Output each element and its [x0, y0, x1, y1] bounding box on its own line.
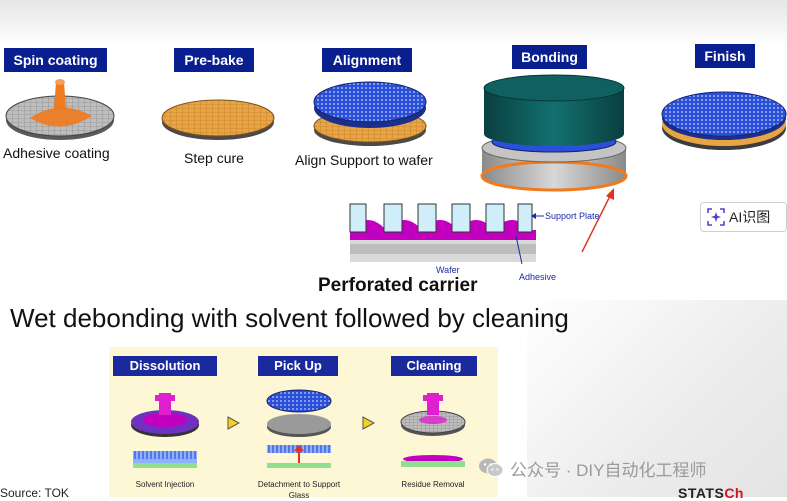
bonding-illustration — [480, 74, 628, 192]
company-logo: STATSCh — [678, 485, 744, 501]
debond-step-label-pick-up: Pick Up — [258, 356, 338, 376]
debond-caption-cleaning: Residue Removal — [401, 480, 465, 489]
step-label-spin-coating: Spin coating — [4, 48, 107, 72]
debond-step-label-dissolution: Dissolution — [113, 356, 217, 376]
spin-coating-illustration — [5, 79, 115, 140]
debonding-process-panel: Dissolution Pick Up Cleaning Solvent Inj… — [109, 347, 498, 500]
step-arrow-icon — [362, 416, 375, 430]
wechat-icon — [479, 458, 504, 477]
perforated-carrier-diagram — [349, 203, 544, 265]
source-text: Source: TOK — [0, 486, 69, 500]
wet-debonding-title: Wet debonding with solvent followed by c… — [10, 303, 569, 333]
wafer-label: Wafer — [436, 265, 460, 275]
step-caption-spin-coating: Adhesive coating — [3, 145, 110, 161]
alignment-illustration — [313, 81, 427, 146]
red-pointer-arrow — [581, 188, 614, 253]
corner-background-shade — [527, 300, 787, 497]
step-label-bonding: Bonding — [512, 45, 587, 69]
step-caption-alignment: Align Support to wafer — [295, 152, 433, 168]
perforated-carrier-title: Perforated carrier — [318, 275, 478, 296]
step-caption-pre-bake: Step cure — [184, 150, 244, 166]
cleaning-illustration — [400, 393, 466, 467]
debond-caption-pick-up: Detachment to Support Glass — [257, 480, 341, 500]
step-label-finish: Finish — [695, 44, 755, 68]
adhesive-label: Adhesive — [519, 272, 557, 282]
top-background-band — [0, 0, 787, 45]
wechat-watermark: 公众号 · DIY自动化工程师 — [478, 455, 706, 481]
ai-image-recognition-button[interactable]: AI识图 — [700, 202, 787, 232]
step-label-pre-bake: Pre-bake — [174, 48, 254, 72]
debond-step-label-cleaning: Cleaning — [391, 356, 477, 376]
watermark-text: 公众号 · DIY自动化工程师 — [510, 460, 707, 480]
finish-illustration — [661, 91, 787, 150]
step-label-alignment: Alignment — [322, 48, 412, 72]
support-plate-label: Support Plate — [545, 211, 600, 221]
debond-caption-dissolution: Solvent Injection — [135, 480, 195, 489]
dissolution-illustration — [131, 393, 199, 468]
ai-scan-icon — [707, 208, 725, 226]
pre-bake-illustration — [161, 99, 275, 140]
ai-button-label: AI识图 — [729, 209, 771, 225]
step-arrow-icon — [227, 416, 240, 430]
logo-text-b: Ch — [724, 485, 744, 501]
pick-up-illustration — [266, 389, 332, 468]
logo-text-a: STATS — [678, 485, 725, 501]
